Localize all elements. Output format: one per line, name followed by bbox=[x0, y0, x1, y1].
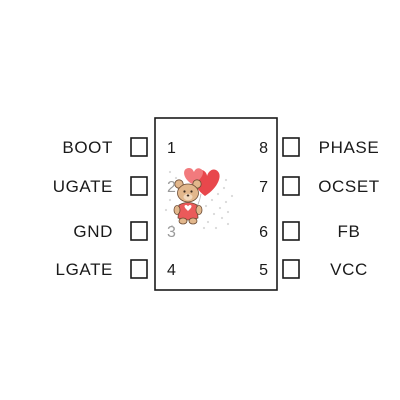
pin-2-number: 2 bbox=[167, 179, 176, 196]
pin-6-signal-label: FB bbox=[338, 222, 361, 241]
pin-5-lead bbox=[282, 259, 300, 279]
pin-3-lead bbox=[130, 221, 148, 241]
pin-7-number: 7 bbox=[259, 179, 268, 196]
pin-1-lead bbox=[130, 137, 148, 157]
pin-6-lead bbox=[282, 221, 300, 241]
sticker-dot bbox=[164, 208, 168, 212]
sticker-dot bbox=[174, 176, 178, 180]
chip-body bbox=[154, 117, 278, 291]
right-pin-group: 8 PHASE 7 OCSET 6 FB 5 VCC bbox=[259, 137, 380, 279]
sticker-dot bbox=[226, 222, 230, 226]
pin-1-number: 1 bbox=[167, 140, 176, 157]
pin-6-number: 6 bbox=[259, 224, 268, 241]
sticker-dot-pattern bbox=[164, 170, 234, 230]
pin-1-signal-label: BOOT bbox=[62, 138, 113, 157]
sticker-dot bbox=[202, 226, 206, 230]
pin-8-signal-label: PHASE bbox=[319, 138, 380, 157]
sticker-dot bbox=[218, 206, 222, 210]
pin-8-lead bbox=[282, 137, 300, 157]
sticker-dot bbox=[210, 198, 214, 202]
sticker-dot bbox=[212, 212, 216, 216]
sticker-dot bbox=[168, 170, 172, 174]
sticker-dot bbox=[214, 226, 218, 230]
sticker-dot bbox=[224, 200, 228, 204]
sticker-dot bbox=[224, 178, 228, 182]
sticker-dot bbox=[230, 194, 234, 198]
sticker-dot bbox=[216, 192, 220, 196]
left-pin-group: 1 BOOT 2 UGATE 3 GND 4 LGATE bbox=[53, 137, 176, 279]
sticker-dot bbox=[222, 186, 226, 190]
sticker-dot bbox=[204, 204, 208, 208]
sticker-dot bbox=[226, 210, 230, 214]
sticker-dot bbox=[206, 220, 210, 224]
pin-2-signal-label: UGATE bbox=[53, 177, 113, 196]
pin-4-number: 4 bbox=[167, 262, 176, 279]
pin-7-signal-label: OCSET bbox=[318, 177, 380, 196]
pin-5-signal-label: VCC bbox=[330, 260, 368, 279]
teddy-bear-with-heart-balloon-icon bbox=[164, 168, 234, 230]
sticker-dot bbox=[220, 216, 224, 220]
pin-4-lead bbox=[130, 259, 148, 279]
pin-3-number: 3 bbox=[167, 224, 176, 241]
pin-8-number: 8 bbox=[259, 140, 268, 157]
pin-4-signal-label: LGATE bbox=[56, 260, 113, 279]
sticker-dot bbox=[168, 198, 172, 202]
pin-5-number: 5 bbox=[259, 262, 268, 279]
pin-2-lead bbox=[130, 176, 148, 196]
pin-3-signal-label: GND bbox=[73, 222, 113, 241]
pin-7-lead bbox=[282, 176, 300, 196]
sticker-dot bbox=[170, 224, 174, 228]
